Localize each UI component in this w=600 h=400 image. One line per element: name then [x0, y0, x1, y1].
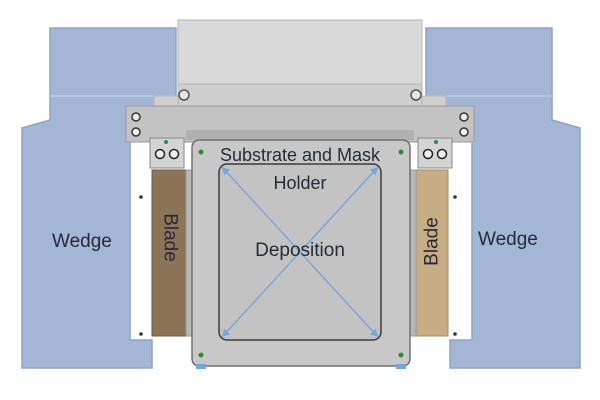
screw-icon: [459, 112, 469, 122]
screw-icon: [198, 149, 204, 155]
blade-left-label: Blade: [159, 213, 181, 262]
hole-icon: [139, 195, 143, 199]
screw-icon: [131, 112, 141, 122]
wedge-left-label: Wedge: [52, 231, 112, 252]
hole-icon: [453, 332, 457, 336]
blade-right-label: Blade: [421, 217, 443, 266]
screw-icon: [398, 352, 404, 358]
mount-tab: [396, 364, 406, 369]
wedge-right: [425, 27, 581, 369]
screw-icon: [198, 352, 204, 358]
wedge-left: [21, 27, 177, 369]
hole-icon: [139, 332, 143, 336]
wedge-right-label: Wedge: [478, 229, 538, 250]
blade-rail-right: [409, 169, 417, 337]
screw-icon: [422, 148, 434, 160]
screw-icon: [398, 149, 404, 155]
holder-label-line1: Substrate and Mask: [219, 145, 381, 165]
blade-rail-left: [185, 169, 193, 337]
mount-tab: [196, 364, 206, 369]
hole-icon: [453, 195, 457, 199]
screw-icon: [459, 127, 469, 137]
blade-right-body: [415, 169, 449, 337]
top-block-lower: [177, 83, 423, 109]
indicator-icon: [434, 140, 438, 144]
screw-icon: [178, 89, 190, 101]
screw-icon: [131, 127, 141, 137]
screw-icon: [410, 89, 422, 101]
screw-icon: [154, 148, 166, 160]
screw-icon: [436, 148, 448, 160]
diagonal-arrow: [221, 166, 379, 338]
screw-icon: [168, 148, 180, 160]
indicator-icon: [164, 140, 168, 144]
blade-left-body: [151, 169, 187, 337]
deposition-label: Deposition: [255, 240, 345, 261]
bar-slot: [186, 130, 414, 140]
holder-label-line2: Holder: [273, 173, 327, 193]
